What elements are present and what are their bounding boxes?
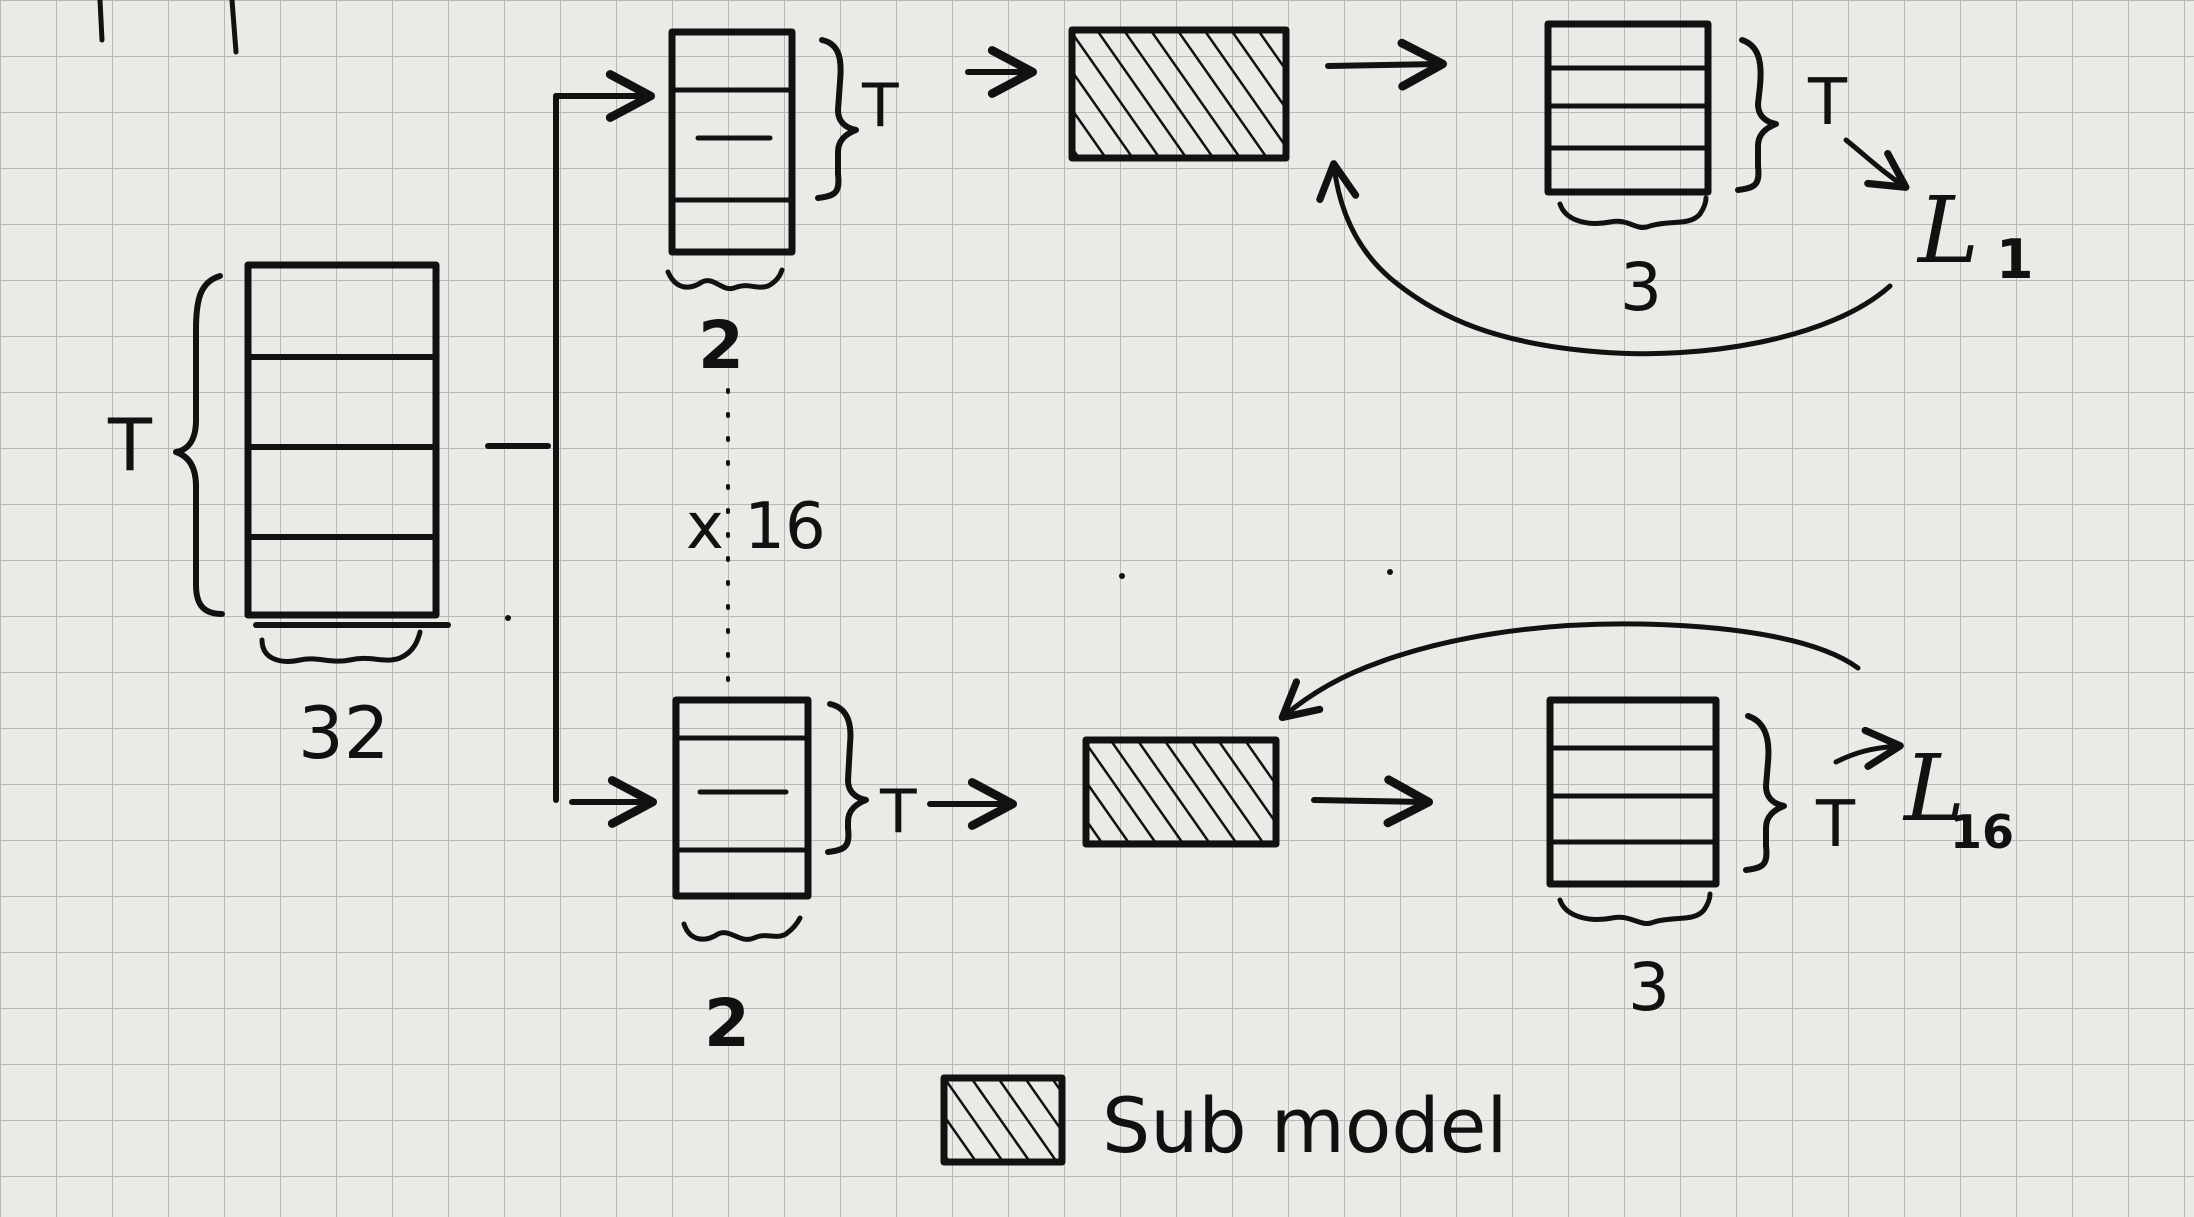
branch-1-input-slice <box>668 28 796 256</box>
stray-dot <box>1387 569 1393 575</box>
stray-stroke <box>229 0 239 55</box>
branch-16-feedback-arrow <box>1278 621 1861 722</box>
branch-16-output-matrix <box>1546 696 1720 888</box>
branch-1-submodel <box>1068 26 1290 162</box>
stray-dot <box>1119 573 1125 579</box>
branch-1-loss-symbol: L <box>1916 177 1979 284</box>
input-width-brace <box>259 629 423 664</box>
repeat-label: x 16 <box>686 490 826 564</box>
branch-16-input-slice <box>672 696 812 900</box>
branch-1-loss-index: 1 <box>1996 228 2034 291</box>
branch-1-input-height-label: T <box>861 71 899 141</box>
branch-1-output-height-label: T <box>1807 66 1848 140</box>
branch-16-to-output-arrow <box>1311 775 1434 828</box>
branch-16-submodel <box>1082 736 1280 848</box>
branch-1-output-brace <box>1735 37 1779 193</box>
branch-1: T 2 T 3 L 1 <box>665 20 2034 384</box>
branch-16-loss-index: 16 <box>1950 805 2014 859</box>
branch-1-to-output-arrow <box>1325 38 1448 91</box>
legend-swatch <box>940 1074 1066 1166</box>
branch-1-input-width-label: 2 <box>698 307 744 384</box>
branch-16-output-brace <box>1743 713 1787 873</box>
branch-1-output-matrix <box>1544 20 1712 196</box>
stray-stroke <box>97 0 105 43</box>
branch-1-output-width-label: 3 <box>1620 249 1662 326</box>
branch-16-input-width-brace <box>681 915 803 942</box>
legend: Sub model <box>940 1074 1507 1170</box>
branch-16-output-width-brace <box>1557 891 1713 926</box>
input-height-label: T <box>107 403 153 487</box>
branch-1-submodel-hatch <box>1072 30 1286 158</box>
legend-swatch-hatch <box>944 1078 1062 1162</box>
input-matrix <box>244 261 440 619</box>
branch-1-output-width-brace <box>1557 195 1709 230</box>
branch-1-input-width-brace <box>665 267 785 292</box>
legend-label: Sub model <box>1102 1081 1507 1170</box>
branch-16-input-height-label: T <box>879 777 917 847</box>
branch-16-loss-symbol: L <box>1902 735 1965 842</box>
branch-16-output-width-label: 3 <box>1628 949 1670 1026</box>
branch-1-feedback-arrow <box>1316 160 1893 357</box>
input-block <box>244 261 451 628</box>
stray-dot <box>505 615 511 621</box>
branch-16-to-loss-arrow <box>1833 726 1904 770</box>
branch-16: T 2 T 3 L 16 <box>672 621 2014 1062</box>
branch-1-input-brace <box>815 37 859 201</box>
branch-16-submodel-hatch <box>1086 740 1276 844</box>
branch-16-input-width-label: 2 <box>704 985 750 1062</box>
branch-1-to-loss-arrow <box>1843 137 1910 191</box>
branch-16-output-height-label: T <box>1815 788 1856 862</box>
input-width-label: 32 <box>298 691 390 775</box>
input-height-brace <box>173 273 225 617</box>
branch-16-input-brace <box>825 701 869 855</box>
